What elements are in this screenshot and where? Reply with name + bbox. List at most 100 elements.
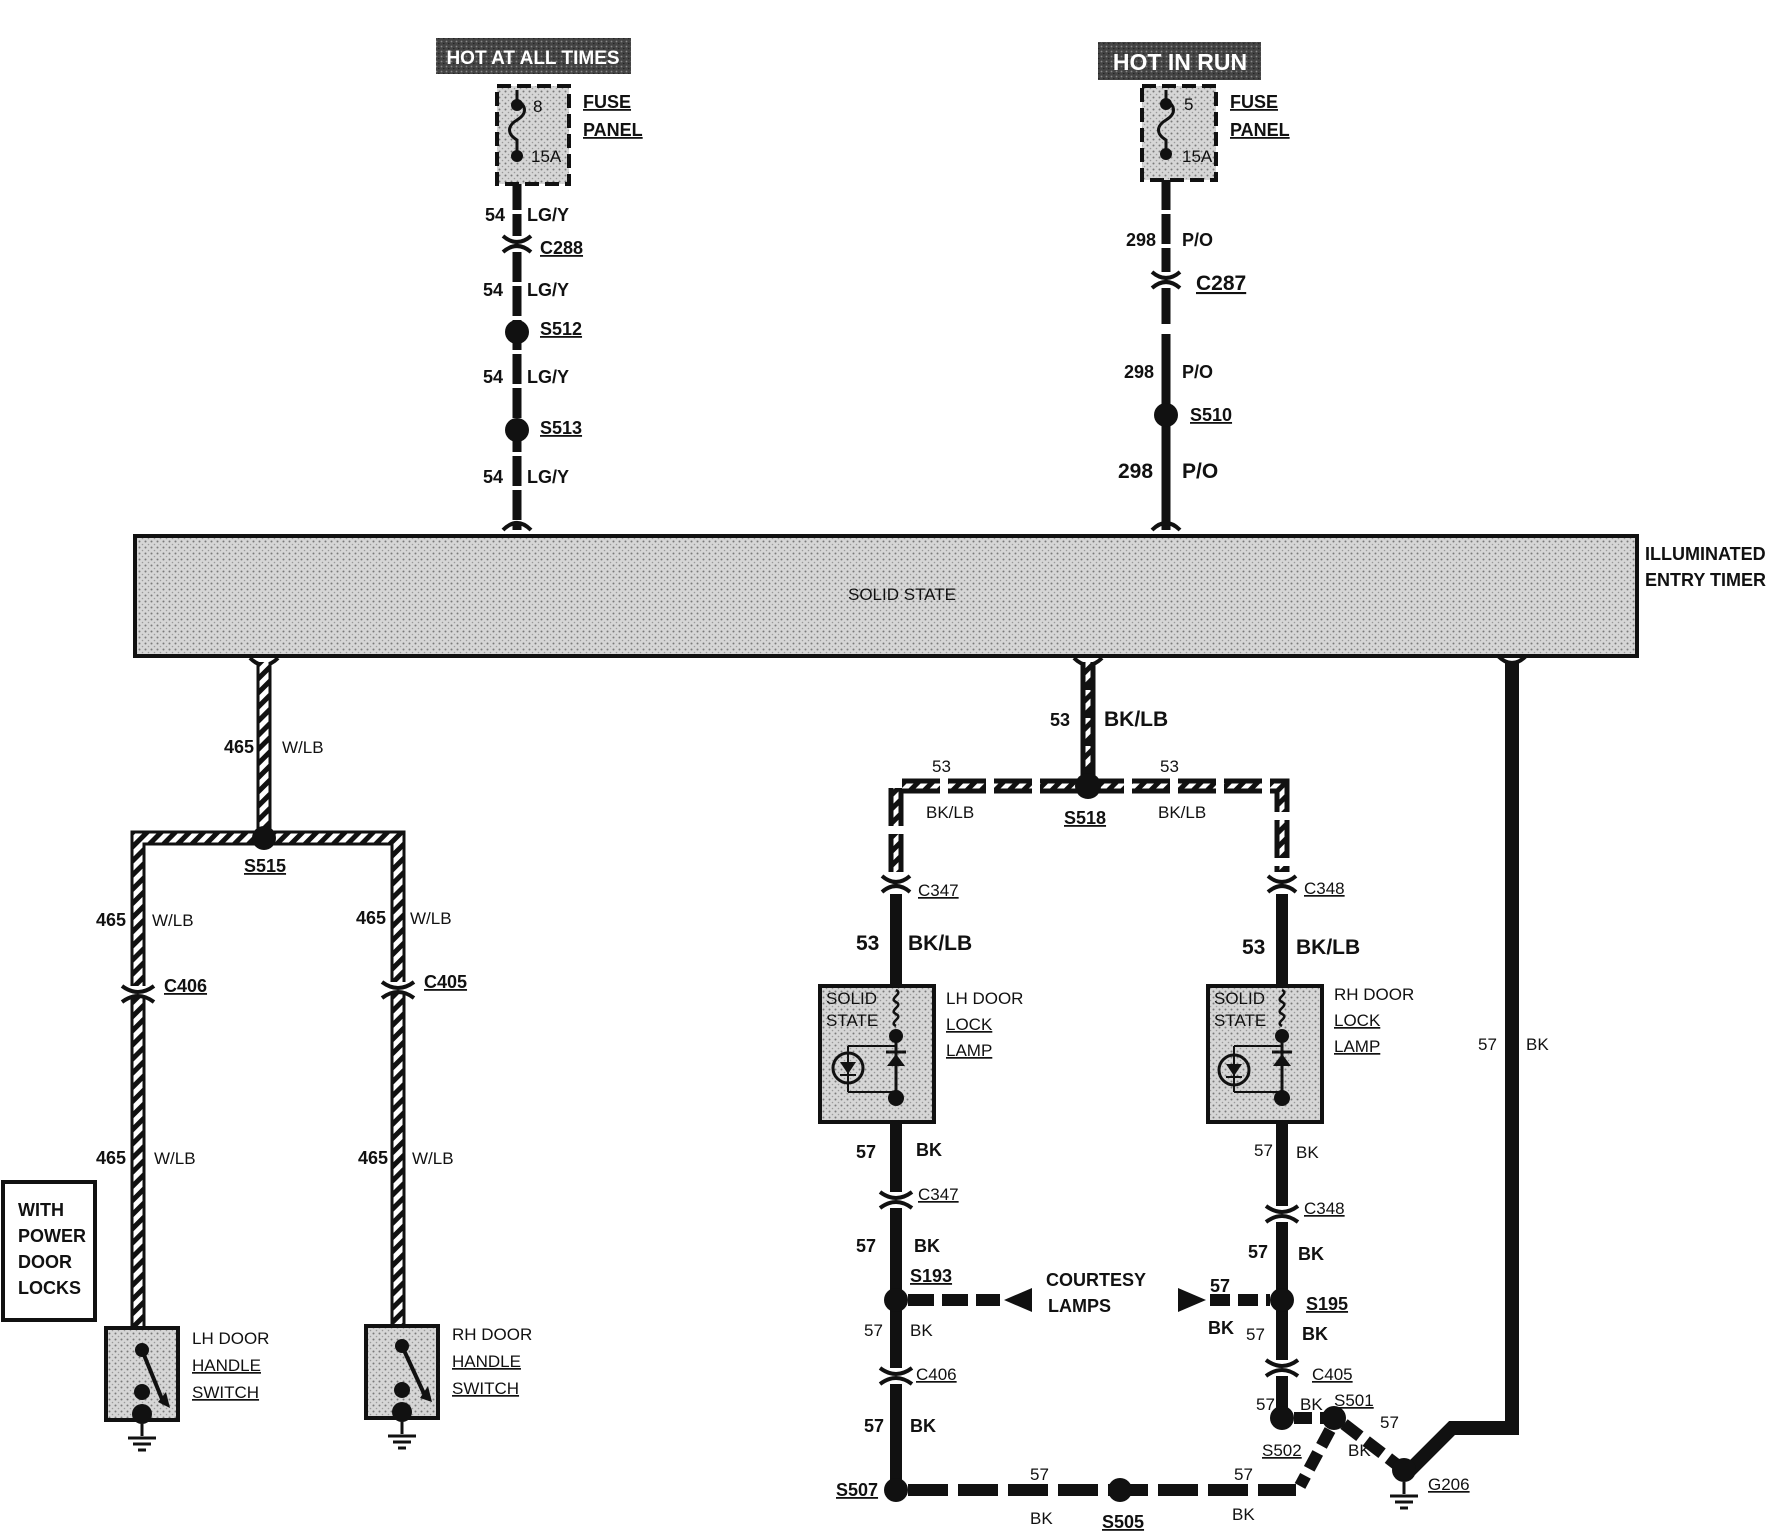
wire-color: BK/LB bbox=[1158, 803, 1206, 822]
wire-circuit: 53 bbox=[1160, 757, 1179, 776]
lamp-label: RH DOOR bbox=[1334, 985, 1414, 1004]
connector-label: S195 bbox=[1306, 1294, 1348, 1314]
wire-circuit: 57 bbox=[1210, 1276, 1230, 1296]
connector-label: S501 bbox=[1334, 1391, 1374, 1410]
fuse-box bbox=[1140, 84, 1218, 182]
solid-state-label: SOLID bbox=[1214, 989, 1265, 1008]
wire-circuit: 465 bbox=[358, 1148, 388, 1168]
resistor-icon bbox=[1278, 988, 1286, 1028]
wire-color: BK bbox=[910, 1321, 933, 1340]
connector-label: C347 bbox=[918, 1185, 959, 1204]
wire-circuit: 298 bbox=[1118, 460, 1153, 483]
connector-label: S193 bbox=[910, 1266, 952, 1286]
wire-color: LG/Y bbox=[527, 205, 569, 225]
wire-color: BK bbox=[1296, 1143, 1319, 1162]
switch-label: HANDLE bbox=[452, 1352, 521, 1371]
wire-circuit: 57 bbox=[1380, 1413, 1399, 1432]
fuse-panel-label: FUSE bbox=[1230, 92, 1278, 112]
wire-color: BK/LB bbox=[908, 932, 972, 955]
courtesy-label: LAMPS bbox=[1048, 1296, 1111, 1316]
rh-door-handle-switch bbox=[364, 1324, 440, 1450]
splice-s193 bbox=[884, 1288, 908, 1312]
wire-circuit: 53 bbox=[1242, 936, 1265, 959]
fuse-rating: 15A bbox=[531, 147, 562, 166]
svg-text:LOCKS: LOCKS bbox=[18, 1278, 81, 1298]
header-label: HOT AT ALL TIMES bbox=[446, 48, 619, 69]
fuse-panel-label: FUSE bbox=[583, 92, 631, 112]
wire-circuit: 298 bbox=[1124, 362, 1154, 382]
fuse-panel-label: PANEL bbox=[1230, 120, 1290, 140]
connector-label: C406 bbox=[916, 1365, 957, 1384]
timer-name: ENTRY TIMER bbox=[1645, 570, 1766, 590]
wire-color: BK bbox=[1348, 1441, 1371, 1460]
switch-label: SWITCH bbox=[192, 1383, 259, 1402]
connector-label: S512 bbox=[540, 319, 582, 339]
header-box bbox=[1098, 42, 1261, 80]
wire-circuit: 465 bbox=[96, 910, 126, 930]
courtesy-label: COURTESY bbox=[1046, 1270, 1146, 1290]
fuse-rating: 15A bbox=[1182, 147, 1213, 166]
wire-circuit: 57 bbox=[856, 1236, 876, 1256]
wire-color: BK bbox=[910, 1416, 936, 1436]
fuse-terminal bbox=[511, 150, 523, 162]
switch-label: LH DOOR bbox=[192, 1329, 269, 1348]
splice-s510 bbox=[1154, 403, 1178, 427]
wire-color: BK bbox=[1232, 1505, 1255, 1524]
splice-s505 bbox=[1108, 1478, 1132, 1502]
wire-54 bbox=[501, 184, 533, 532]
wire-color: P/O bbox=[1182, 362, 1213, 382]
lh-door-handle-switch bbox=[104, 1326, 180, 1452]
wire-circuit: 57 bbox=[1030, 1465, 1049, 1484]
illuminated-entry-timer: SOLID STATE ILLUMINATED ENTRY TIMER bbox=[133, 534, 1766, 658]
wire-circuit: 298 bbox=[1126, 230, 1156, 250]
wire-circuit: 57 bbox=[1478, 1035, 1497, 1054]
header-label: HOT IN RUN bbox=[1113, 49, 1247, 75]
connector-label: G206 bbox=[1428, 1475, 1470, 1494]
wire-circuit: 57 bbox=[1234, 1465, 1253, 1484]
connector-label: C405 bbox=[1312, 1365, 1353, 1384]
wire-298 bbox=[1150, 180, 1182, 532]
wire-color: P/O bbox=[1182, 230, 1213, 250]
wire-circuit: 465 bbox=[96, 1148, 126, 1168]
wire-57-ground-network bbox=[878, 654, 1528, 1510]
wire-circuit: 54 bbox=[485, 205, 505, 225]
connector-label: C288 bbox=[540, 238, 583, 258]
fuse-terminal bbox=[511, 99, 523, 111]
wire-circuit: 57 bbox=[864, 1416, 884, 1436]
wire-circuit: 57 bbox=[864, 1321, 883, 1340]
connector-label: C347 bbox=[918, 881, 959, 900]
wire-color: LG/Y bbox=[527, 280, 569, 300]
switch-label: HANDLE bbox=[192, 1356, 261, 1375]
wire-circuit: 57 bbox=[856, 1142, 876, 1162]
wire-color: BK bbox=[1526, 1035, 1549, 1054]
wire-color: BK bbox=[914, 1236, 940, 1256]
lamp-label: LAMP bbox=[1334, 1037, 1380, 1056]
fuse-terminal bbox=[1160, 148, 1172, 160]
wire-color: BK bbox=[1302, 1324, 1328, 1344]
wire-color: BK/LB bbox=[926, 803, 974, 822]
fuse-number: 8 bbox=[533, 97, 542, 116]
wire-color: BK bbox=[1030, 1509, 1053, 1528]
connector-label: S507 bbox=[836, 1480, 878, 1500]
wire-color: W/LB bbox=[412, 1149, 454, 1168]
connector-label: S513 bbox=[540, 418, 582, 438]
lh-door-lock-lamp: SOLID STATE bbox=[818, 984, 936, 1124]
connector-label: C287 bbox=[1196, 272, 1246, 295]
timer-name: ILLUMINATED bbox=[1645, 544, 1766, 564]
wire-circuit: 53 bbox=[1050, 710, 1070, 730]
connector-label: C348 bbox=[1304, 1199, 1345, 1218]
wire-circuit: 57 bbox=[1254, 1141, 1273, 1160]
wire-color: P/O bbox=[1182, 460, 1218, 483]
splice-s502 bbox=[1270, 1406, 1294, 1430]
diode-icon bbox=[887, 1054, 905, 1066]
wire-circuit: 53 bbox=[856, 932, 879, 955]
connector-label: S518 bbox=[1064, 808, 1106, 828]
splice-s513 bbox=[505, 418, 529, 442]
svg-text:POWER: POWER bbox=[18, 1226, 86, 1246]
wire-circuit: 54 bbox=[483, 280, 503, 300]
svg-text:WITH: WITH bbox=[18, 1200, 64, 1220]
switch-label: RH DOOR bbox=[452, 1325, 532, 1344]
power-door-locks-note: WITH POWER DOOR LOCKS bbox=[1, 1180, 97, 1322]
wire-color: BK bbox=[1300, 1395, 1323, 1414]
wire-circuit: 57 bbox=[1248, 1242, 1268, 1262]
